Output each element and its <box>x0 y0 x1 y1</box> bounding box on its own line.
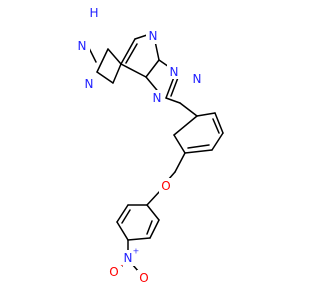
atom-label-o-ether: O <box>161 179 170 193</box>
bond <box>174 152 186 173</box>
atom-label-n-triazole-top: N <box>193 72 202 86</box>
bond <box>146 220 153 235</box>
bond <box>173 134 186 154</box>
bond <box>120 63 147 78</box>
bond <box>112 63 122 84</box>
bond <box>196 112 216 117</box>
bond <box>173 115 198 136</box>
atom-charge-o-nitro-left: - <box>121 261 124 270</box>
bond <box>145 59 160 78</box>
atom-label-nh: N <box>78 39 87 53</box>
atom-label-nh-h: H <box>89 6 98 20</box>
bonds <box>87 33 224 273</box>
atom-labels: H N N N N N N O N + O - O <box>76 4 201 286</box>
bond <box>116 204 129 223</box>
bond <box>116 221 129 241</box>
bond <box>165 76 175 99</box>
bond <box>120 38 136 65</box>
atom-charge-n-nitro: + <box>133 247 140 256</box>
bond <box>96 48 109 73</box>
molecule-svg: H N N N N N N O N + O - O <box>76 4 224 286</box>
bond <box>146 204 160 221</box>
atom-label-o-nitro-left: O <box>109 265 118 279</box>
atom-label-n-bridge: N <box>170 65 179 79</box>
bond <box>211 132 224 151</box>
bond <box>121 209 131 224</box>
bond <box>96 71 114 84</box>
bond <box>212 118 220 134</box>
bond <box>214 112 224 134</box>
atom-label-n-pyrimidine: N <box>149 29 158 43</box>
molecule-diagram: H N N N N N N O N + O - O <box>76 4 224 286</box>
bond <box>165 97 181 104</box>
bond <box>107 48 122 65</box>
bond <box>149 219 160 239</box>
bond <box>127 237 151 241</box>
bond <box>154 40 160 61</box>
atom-label-o-nitro-right: O <box>139 271 148 285</box>
atom-label-n-nitro: N <box>124 251 133 265</box>
atom-label-n-triazole-bottom: N <box>153 91 162 105</box>
bond <box>179 102 198 117</box>
bond <box>125 43 138 64</box>
atom-label-n-pyrazole: N <box>85 77 94 91</box>
bond <box>146 190 161 206</box>
bond <box>187 144 210 149</box>
bond <box>184 149 213 154</box>
